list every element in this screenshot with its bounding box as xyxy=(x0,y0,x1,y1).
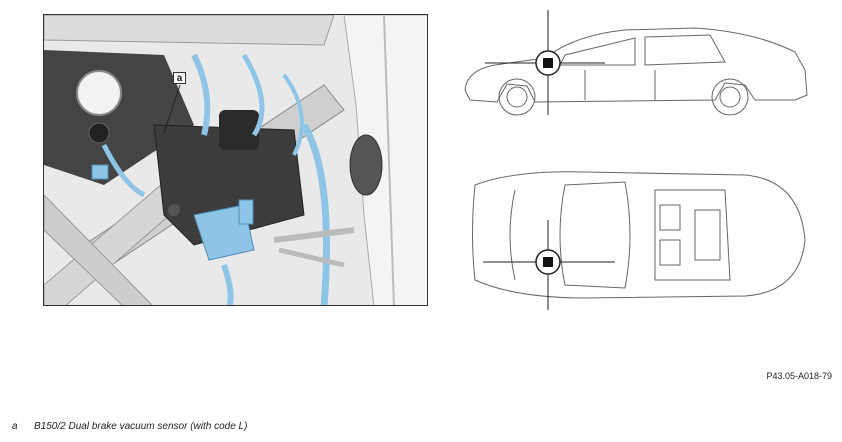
engine-bay-photo xyxy=(43,14,428,306)
engine-bay-drawing xyxy=(44,15,427,305)
vehicle-outline-drawing xyxy=(464,10,808,310)
vehicle-location-views xyxy=(455,10,815,310)
legend-text: B150/2 Dual brake vacuum sensor (with co… xyxy=(34,421,248,432)
crosshair-square-icon xyxy=(483,220,615,310)
document-code: P43.05-A018-79 xyxy=(766,371,832,381)
vehicle-top-view xyxy=(472,171,806,299)
vehicle-side-view xyxy=(464,27,808,116)
callout-label-a: a xyxy=(173,72,186,84)
legend-key: a xyxy=(12,421,18,432)
legend: a B150/2 Dual brake vacuum sensor (with c… xyxy=(12,421,247,432)
crosshair-square-icon xyxy=(485,10,605,115)
